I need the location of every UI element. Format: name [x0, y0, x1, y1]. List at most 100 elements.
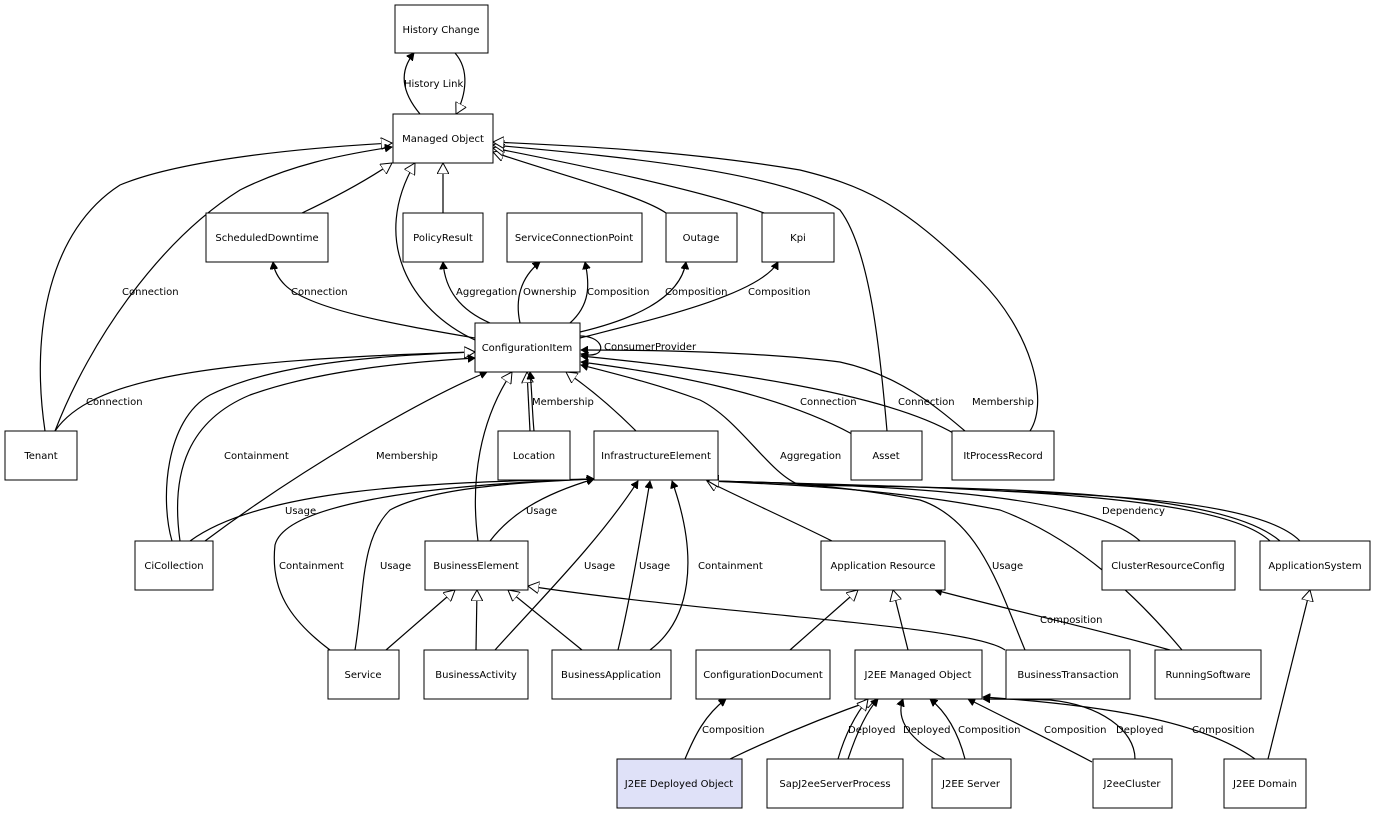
node-j2ee-managed-object[interactable]: J2EE Managed Object: [854, 649, 983, 700]
edge-label: Usage: [526, 506, 557, 517]
edge-cic-ci-inherit: [165, 352, 475, 542]
edge-jd-appsys: [1267, 590, 1310, 760]
edge-label: Dependency: [1102, 506, 1165, 517]
edge-label: Usage: [285, 506, 316, 517]
edge-label: Aggregation: [456, 287, 517, 298]
edge-cic-ci-membership: [204, 372, 487, 542]
edge-ar-ie: [707, 481, 833, 542]
edge-jmo-ar: [893, 590, 909, 651]
edge-label: Membership: [972, 397, 1034, 408]
edge-bapp-ie-containment: [649, 481, 689, 651]
node-asset[interactable]: Asset: [850, 430, 923, 481]
edge-bact-be: [476, 590, 477, 651]
edge-ci-scheduleddowntime: [273, 262, 476, 339]
edge-itpr-mo: [493, 142, 1039, 432]
node-label: ConfigurationDocument: [703, 670, 823, 681]
edge-label: Aggregation: [780, 451, 841, 462]
edge-label: Composition: [1044, 725, 1106, 736]
node-configuration-item[interactable]: ConfigurationItem: [474, 322, 581, 373]
node-label: J2EE Server: [941, 779, 1001, 790]
edge-label: Ownership: [523, 287, 576, 298]
edge-label: ConsumerProvider: [604, 342, 697, 353]
edge-location-ci-inherit: [527, 372, 530, 432]
node-label: PolicyResult: [413, 233, 473, 244]
edges: [39, 52, 1310, 763]
node-label: RunningSoftware: [1165, 670, 1250, 681]
node-label: CiCollection: [144, 561, 203, 572]
edge-label: Connection: [291, 287, 348, 298]
edge-jc-jmo-deployed: [983, 699, 1136, 760]
node-j2ee-cluster[interactable]: J2eeCluster: [1092, 758, 1173, 809]
edge-label: Containment: [698, 561, 763, 572]
edge-appsys-ie-inherit: [708, 481, 1271, 542]
nodes: History Change Managed Object ScheduledD…: [4, 4, 1371, 809]
node-history-change[interactable]: History Change: [394, 4, 489, 54]
node-j2ee-deployed-object[interactable]: J2EE Deployed Object: [616, 758, 743, 809]
edge-labels: History Link Connection Connection Aggre…: [86, 79, 1254, 736]
node-label: J2EE Deployed Object: [624, 779, 733, 790]
edge-label: Composition: [1040, 615, 1102, 626]
edge-label: Containment: [279, 561, 344, 572]
node-business-element[interactable]: BusinessElement: [424, 540, 529, 591]
node-business-activity[interactable]: BusinessActivity: [423, 649, 529, 700]
node-service-connection-point[interactable]: ServiceConnectionPoint: [506, 212, 643, 263]
node-label: Location: [513, 451, 555, 462]
edge-be-ie-usage: [489, 479, 594, 542]
edge-asset-ci-connection: [581, 362, 853, 435]
node-sap-j2ee-server-process[interactable]: SapJ2eeServerProcess: [766, 758, 904, 809]
node-infrastructure-element[interactable]: InfrastructureElement: [593, 430, 719, 481]
node-outage[interactable]: Outage: [665, 212, 738, 263]
edge-label: Composition: [958, 725, 1020, 736]
node-scheduled-downtime[interactable]: ScheduledDowntime: [205, 212, 329, 263]
edge-label: Deployed: [848, 725, 896, 736]
node-policy-result[interactable]: PolicyResult: [402, 212, 484, 263]
edge-js-jmo-composition: [930, 699, 966, 760]
edge-asset-mo: [493, 145, 888, 432]
node-label: InfrastructureElement: [601, 451, 711, 462]
edge-ci-outage: [579, 262, 686, 333]
edge-label: Usage: [380, 561, 411, 572]
edge-label: Usage: [639, 561, 670, 572]
node-label: Tenant: [23, 451, 57, 462]
node-kpi[interactable]: Kpi: [761, 212, 835, 263]
node-it-process-record[interactable]: ItProcessRecord: [951, 430, 1055, 481]
edge-label: Usage: [584, 561, 615, 572]
node-application-resource[interactable]: Application Resource: [820, 540, 946, 591]
edge-ci-consumerprovider: [579, 335, 602, 355]
node-managed-object[interactable]: Managed Object: [392, 113, 494, 164]
edge-svc-ie-containment: [273, 479, 594, 651]
edge-sap-jmo-deployed: [847, 699, 878, 760]
node-j2ee-server[interactable]: J2EE Server: [931, 758, 1012, 809]
node-location[interactable]: Location: [497, 430, 571, 481]
edge-ci-mo: [395, 163, 476, 341]
edge-svc-be: [385, 590, 455, 651]
edge-js-jmo-deployed: [901, 699, 946, 760]
edge-bt-be: [528, 586, 1006, 651]
node-label: BusinessApplication: [561, 670, 661, 681]
node-j2ee-domain[interactable]: J2EE Domain: [1223, 758, 1307, 809]
node-configuration-document[interactable]: ConfigurationDocument: [695, 649, 831, 700]
edge-label: Composition: [665, 287, 727, 298]
node-business-transaction[interactable]: BusinessTransaction: [1005, 649, 1131, 700]
node-application-system[interactable]: ApplicationSystem: [1259, 540, 1371, 591]
edge-scheduleddowntime-mo: [301, 163, 392, 214]
edge-label: Connection: [800, 397, 857, 408]
node-label: ItProcessRecord: [963, 451, 1042, 462]
node-label: ServiceConnectionPoint: [515, 233, 633, 244]
node-label: ScheduledDowntime: [215, 233, 318, 244]
node-business-application[interactable]: BusinessApplication: [551, 649, 672, 700]
node-ci-collection[interactable]: CiCollection: [134, 540, 214, 591]
edge-ci-scp-composition: [569, 262, 588, 324]
edge-tenant-mo-connection: [54, 147, 392, 432]
node-label: ConfigurationItem: [482, 343, 573, 354]
node-tenant[interactable]: Tenant: [4, 430, 78, 481]
node-cluster-resource-config[interactable]: ClusterResourceConfig: [1101, 540, 1236, 591]
node-service[interactable]: Service: [327, 649, 400, 700]
edge-cic-ci-containment: [176, 358, 475, 542]
edge-history-link-down: [454, 52, 465, 114]
edge-label: Connection: [86, 397, 143, 408]
edge-outage-mo: [493, 152, 667, 214]
node-label: J2EE Managed Object: [864, 670, 972, 681]
node-running-software[interactable]: RunningSoftware: [1154, 649, 1262, 700]
edge-itpr-ci-connection: [581, 356, 956, 435]
